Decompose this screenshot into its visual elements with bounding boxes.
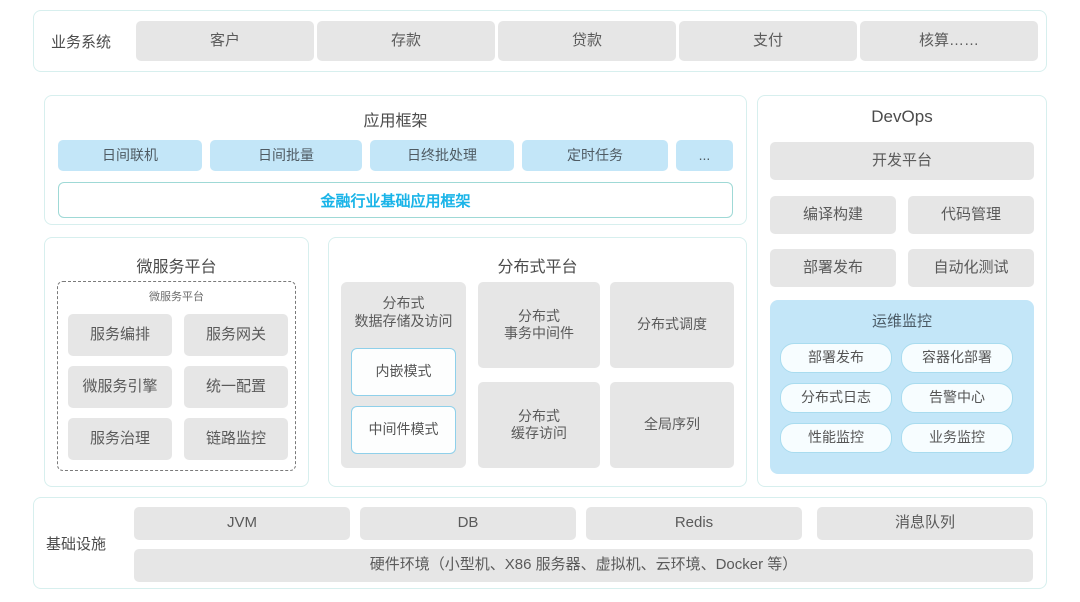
financial-foundation-framework-box[interactable]: 金融行业基础应用框架 <box>58 182 733 218</box>
ops-item-alert-center[interactable]: 告警中心 <box>901 383 1013 413</box>
ops-item-business-monitor[interactable]: 业务监控 <box>901 423 1013 453</box>
app-chip-more[interactable]: ... <box>676 140 733 171</box>
dist-cell-global-sequence[interactable]: 全局序列 <box>610 382 734 468</box>
app-chip-eod-batch[interactable]: 日终批处理 <box>370 140 514 171</box>
ms-item-trace-monitor[interactable]: 链路监控 <box>184 418 288 460</box>
infra-item-message-queue[interactable]: 消息队列 <box>817 507 1033 540</box>
infrastructure-label: 基础设施 <box>46 535 107 553</box>
app-chip-scheduled-task[interactable]: 定时任务 <box>522 140 668 171</box>
business-item-deposit[interactable]: 存款 <box>317 21 495 61</box>
infra-item-jvm[interactable]: JVM <box>134 507 350 540</box>
app-chip-daytime-online[interactable]: 日间联机 <box>58 140 202 171</box>
dist-cell-0-line1: 分布式 <box>518 307 560 324</box>
ops-item-deploy-release[interactable]: 部署发布 <box>780 343 892 373</box>
ms-item-unified-config[interactable]: 统一配置 <box>184 366 288 408</box>
dist-cell-2-line2: 缓存访问 <box>511 425 567 441</box>
dds-mode-middleware[interactable]: 中间件模式 <box>351 406 456 454</box>
microservice-platform-title: 微服务平台 <box>136 259 217 276</box>
devops-tool-build[interactable]: 编译构建 <box>770 196 896 234</box>
dds-title-line2: 数据存储及访问 <box>354 313 453 330</box>
business-systems-label: 业务系统 <box>51 33 112 51</box>
ms-item-service-governance[interactable]: 服务治理 <box>68 418 172 460</box>
dist-cell-scheduling[interactable]: 分布式调度 <box>610 282 734 368</box>
dist-cell-3-line1: 全局序列 <box>644 416 700 433</box>
infra-item-db[interactable]: DB <box>360 507 576 540</box>
dist-cell-1-line1: 分布式调度 <box>637 316 707 333</box>
devops-title: DevOps <box>871 107 933 126</box>
devops-dev-platform[interactable]: 开发平台 <box>770 142 1034 180</box>
microservice-subtitle: 微服务平台 <box>149 291 204 303</box>
dist-cell-2-line1: 分布式 <box>518 407 560 424</box>
distributed-data-storage-title: 分布式 数据存储及访问 <box>341 294 466 330</box>
business-item-customer[interactable]: 客户 <box>136 21 314 61</box>
infra-item-redis[interactable]: Redis <box>586 507 802 540</box>
ms-item-microservice-engine[interactable]: 微服务引擎 <box>68 366 172 408</box>
infra-hardware-environment[interactable]: 硬件环境（小型机、X86 服务器、虚拟机、云环境、Docker 等） <box>134 549 1033 582</box>
devops-tool-code-management[interactable]: 代码管理 <box>908 196 1034 234</box>
business-item-accounting[interactable]: 核算…… <box>860 21 1038 61</box>
ms-item-service-orchestration[interactable]: 服务编排 <box>68 314 172 356</box>
dds-mode-embedded[interactable]: 内嵌模式 <box>351 348 456 396</box>
ops-item-containerized-deploy[interactable]: 容器化部署 <box>901 343 1013 373</box>
distributed-platform-title: 分布式平台 <box>497 259 578 276</box>
business-item-loan[interactable]: 贷款 <box>498 21 676 61</box>
devops-tool-auto-test[interactable]: 自动化测试 <box>908 249 1034 287</box>
ops-item-performance-monitor[interactable]: 性能监控 <box>780 423 892 453</box>
dist-cell-transaction-middleware[interactable]: 分布式 事务中间件 <box>478 282 600 368</box>
dds-title-line1: 分布式 <box>382 295 425 311</box>
business-item-payment[interactable]: 支付 <box>679 21 857 61</box>
ms-item-service-gateway[interactable]: 服务网关 <box>184 314 288 356</box>
ops-item-distributed-log[interactable]: 分布式日志 <box>780 383 892 413</box>
app-chip-daytime-batch[interactable]: 日间批量 <box>210 140 362 171</box>
dist-cell-0-line2: 事务中间件 <box>504 325 574 341</box>
application-framework-title: 应用框架 <box>363 113 428 130</box>
dist-cell-cache-access[interactable]: 分布式 缓存访问 <box>478 382 600 468</box>
devops-tool-deploy-release[interactable]: 部署发布 <box>770 249 896 287</box>
ops-monitoring-title: 运维监控 <box>871 313 932 330</box>
